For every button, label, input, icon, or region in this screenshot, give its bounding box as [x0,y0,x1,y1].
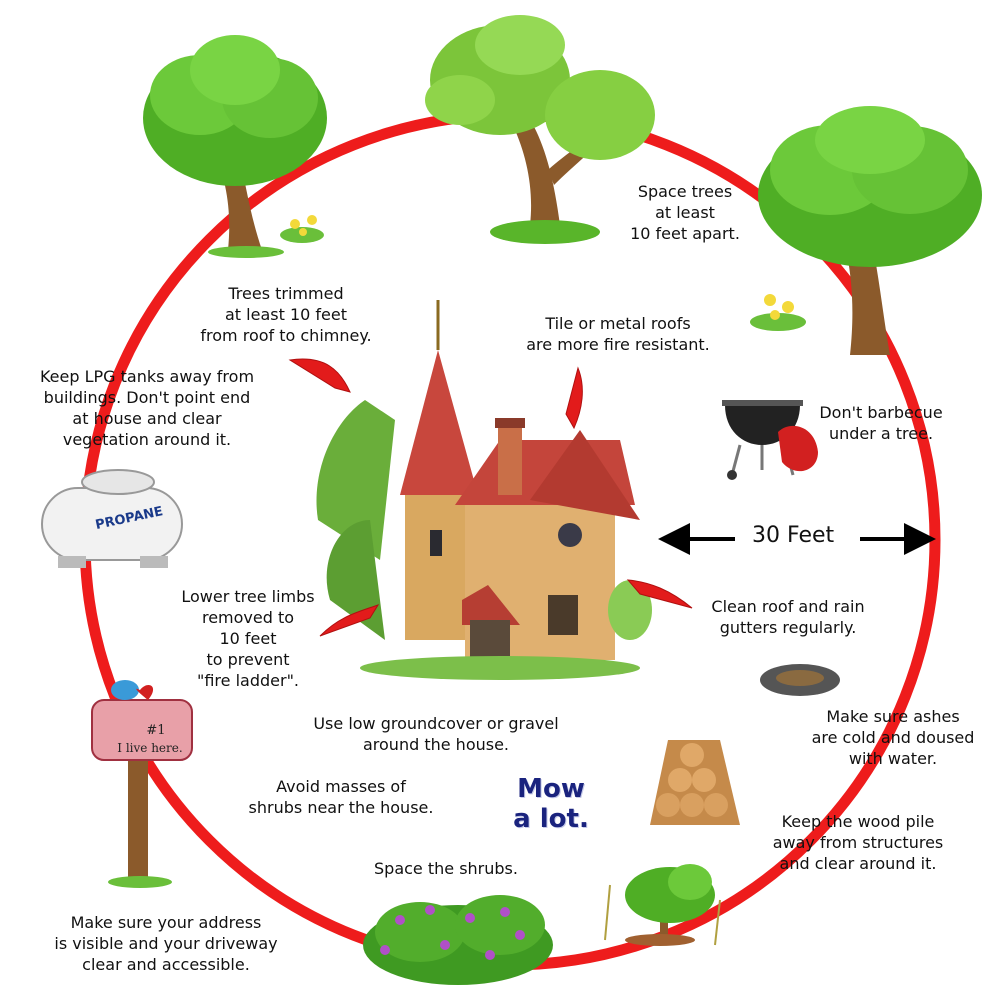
pointer-arrow-tile-roofs [565,366,583,430]
label-lpg: Keep LPG tanks away from buildings. Don'… [39,367,255,449]
label-space-trees: Space trees at least 10 feet apart. [630,182,740,243]
mailbox [91,680,193,888]
barbecue-grill [722,400,818,480]
wood-pile [650,740,740,825]
label-avoid-shrubs: Avoid masses of shrubs near the house. [248,777,434,817]
tree-top-center [425,15,655,244]
label-mow: Mow a lot. [513,774,589,834]
flowering-shrub [363,895,553,985]
shrub-bottom-right [604,864,721,946]
flowers-small-right [750,294,806,331]
label-address: Make sure your address is visible and yo… [54,913,278,974]
pointer-arrow-lower-limbs [319,604,380,637]
label-wood-pile: Keep the wood pile away from structures … [772,812,944,873]
label-trees-trimmed: Trees trimmed at least 10 feet from roof… [200,284,372,345]
house [316,300,652,680]
label-ashes: Make sure ashes are cold and doused with… [811,707,975,768]
label-clean-roof: Clean roof and rain gutters regularly. [711,597,865,637]
flowers-small-left [280,215,324,243]
label-barbecue: Don't barbecue under a tree. [819,403,943,443]
label-groundcover: Use low groundcover or gravel around the… [313,714,559,754]
label-lower-limbs: Lower tree limbs removed to 10 feet to p… [181,587,315,690]
pointer-arrow-clean-roof [626,579,693,609]
mailbox-number: #1 [146,723,165,738]
propane-tank [41,469,183,568]
label-tile-roofs: Tile or metal roofs are more fire resist… [526,314,710,354]
tree-top-left [143,35,327,258]
label-space-shrubs: Space the shrubs. [374,859,518,878]
tree-top-right [758,106,982,355]
mailbox-text: I live here. [117,741,182,755]
pointer-arrow-trees-trimmed [288,358,351,393]
fire-pit [760,664,840,696]
label-distance: 30 Feet [752,523,835,548]
